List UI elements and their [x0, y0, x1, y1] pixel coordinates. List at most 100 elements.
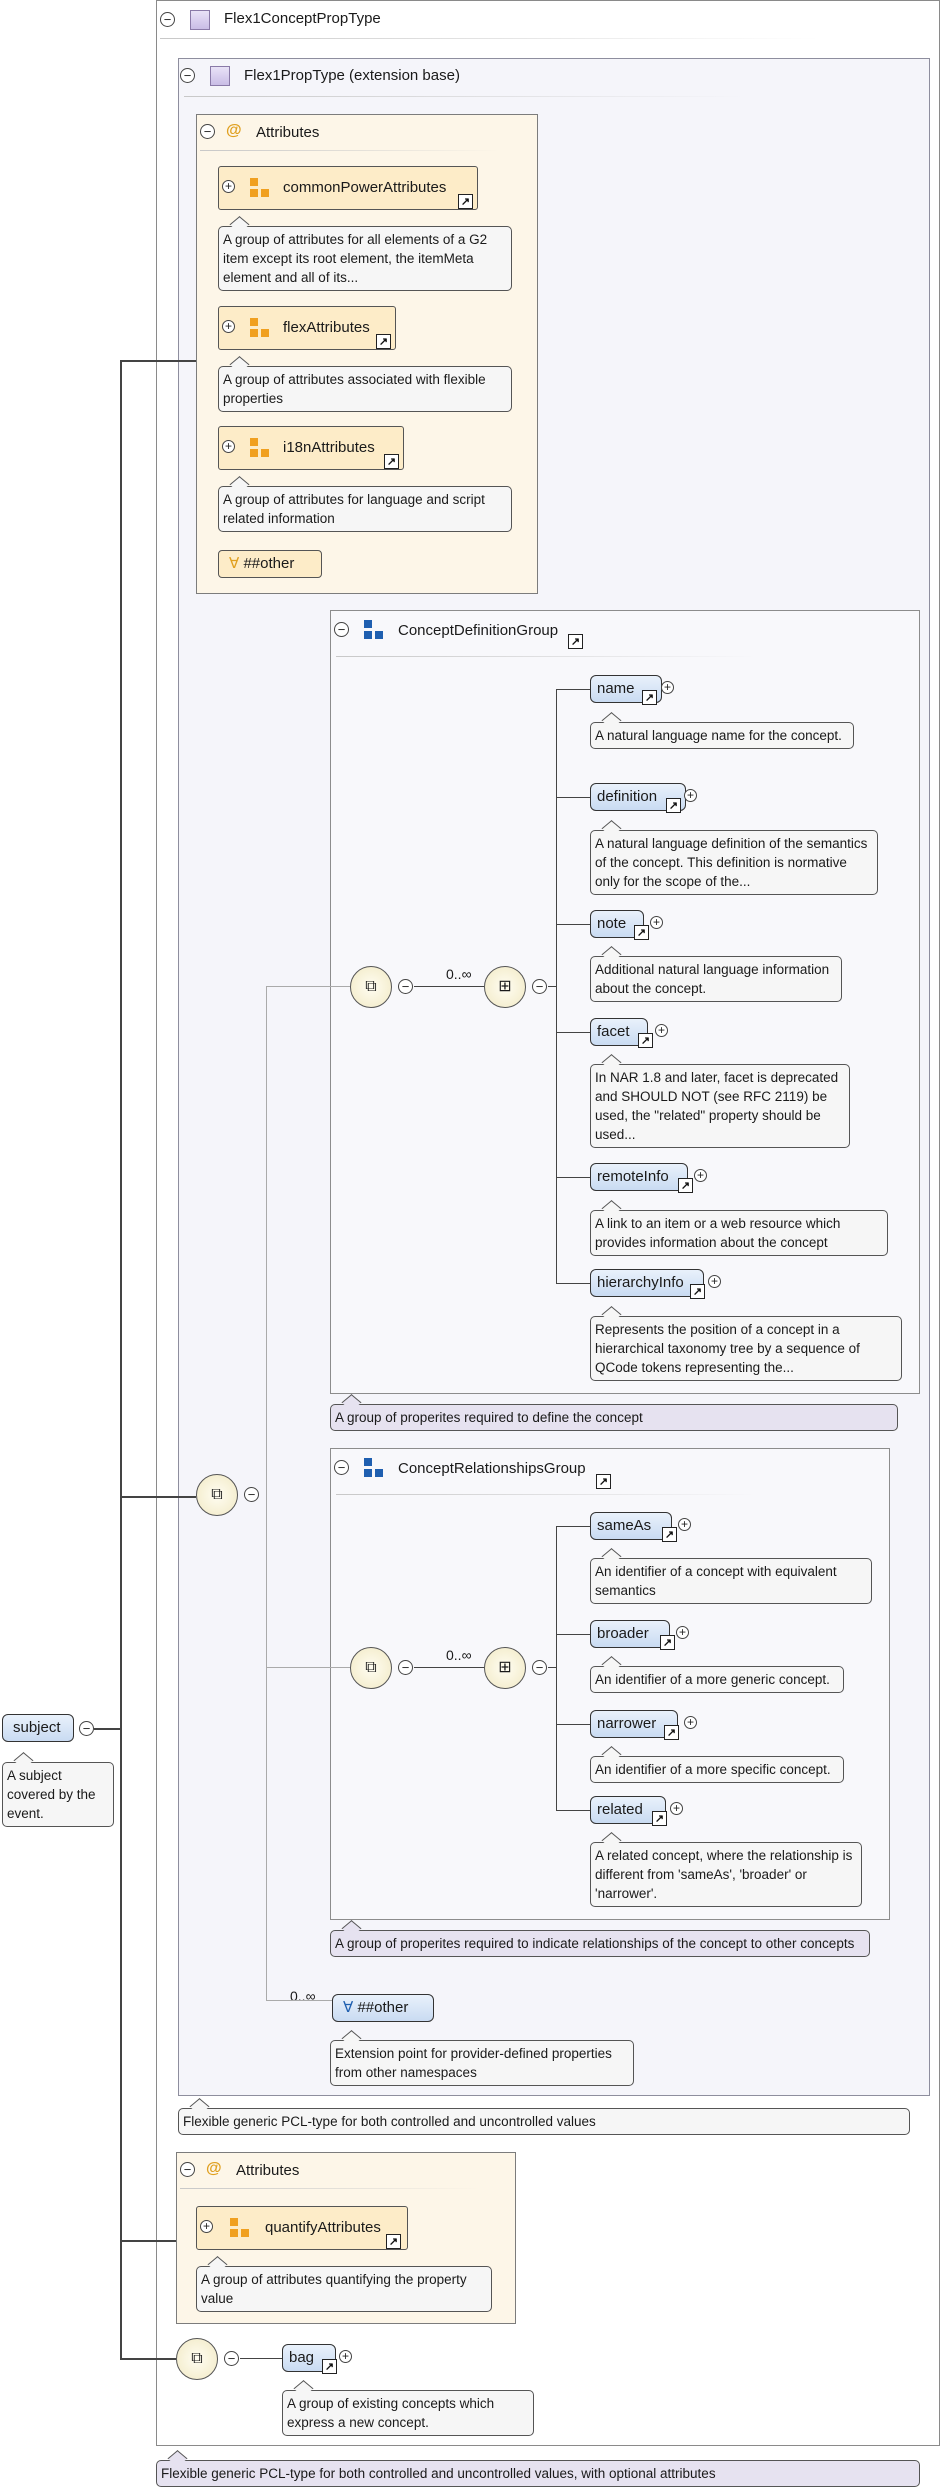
expand-icon[interactable]: + [694, 1169, 707, 1182]
element-label: related [597, 1801, 643, 1818]
attributes-label: Attributes [256, 124, 320, 141]
choice-compositor-icon: ⊞ [484, 966, 526, 1008]
element-hierarchyinfo[interactable]: hierarchyInfo [590, 1269, 704, 1297]
attribute-group-i18nattributes[interactable]: i18nAttributes [218, 426, 404, 470]
expand-icon[interactable]: + [676, 1626, 689, 1639]
attribute-group-commonpowerattributes[interactable]: commonPowerAttributes [218, 166, 478, 210]
connector [556, 689, 590, 690]
collapse-toggle[interactable]: − [180, 2162, 195, 2177]
connector [556, 1283, 590, 1284]
reference-arrow-icon[interactable]: ↗ [384, 454, 399, 469]
connector [556, 1634, 590, 1635]
element-narrower[interactable]: narrower [590, 1710, 678, 1738]
annotation-note: Additional natural language information … [590, 956, 842, 1002]
reference-arrow-icon[interactable]: ↗ [642, 690, 657, 705]
attribute-group-flexattributes[interactable]: flexAttributes [218, 306, 396, 350]
reference-arrow-icon[interactable]: ↗ [376, 334, 391, 349]
element-sameas[interactable]: sameAs [590, 1512, 672, 1540]
collapse-toggle[interactable]: − [180, 68, 195, 83]
expand-icon[interactable]: + [655, 1024, 668, 1037]
reference-arrow-icon[interactable]: ↗ [664, 1725, 679, 1740]
connector [556, 1526, 590, 1527]
collapse-toggle[interactable]: − [532, 979, 547, 994]
element-label: bag [289, 2349, 315, 2366]
reference-arrow-icon[interactable]: ↗ [386, 2234, 401, 2249]
cardinality-label: 0..∞ [290, 1988, 316, 2004]
connector [556, 1526, 557, 1810]
annotation-note: An identifier of a more specific concept… [590, 1756, 844, 1783]
element-label: hierarchyInfo [597, 1274, 684, 1291]
element-bag[interactable]: bag [282, 2344, 336, 2372]
expand-icon[interactable]: + [339, 2350, 352, 2363]
expand-icon[interactable]: + [200, 2220, 213, 2233]
element-label: definition [597, 788, 658, 805]
annotation-note: Flexible generic PCL-type for both contr… [178, 2108, 910, 2135]
model-group-icon [364, 1458, 383, 1477]
attribute-group-name: quantifyAttributes [265, 2219, 381, 2236]
connector [120, 360, 122, 2360]
expand-icon[interactable]: + [222, 320, 235, 333]
separator [200, 150, 500, 151]
expand-icon[interactable]: + [684, 1716, 697, 1729]
collapse-toggle[interactable]: − [334, 622, 349, 637]
collapse-toggle[interactable]: − [200, 124, 215, 139]
element-facet[interactable]: facet [590, 1018, 648, 1046]
reference-arrow-icon[interactable]: ↗ [662, 1527, 677, 1542]
collapse-toggle[interactable]: − [532, 1660, 547, 1675]
element-label: sameAs [597, 1517, 652, 1534]
collapse-toggle[interactable]: − [334, 1460, 349, 1475]
any-element-icon: ∀ [343, 1999, 354, 2016]
model-group-icon [364, 620, 383, 639]
expand-icon[interactable]: + [684, 789, 697, 802]
annotation-note: A group of attributes associated with fl… [218, 366, 512, 412]
expand-icon[interactable]: + [670, 1802, 683, 1815]
collapse-toggle[interactable]: − [398, 979, 413, 994]
reference-arrow-icon[interactable]: ↗ [690, 1284, 705, 1299]
expand-icon[interactable]: + [222, 440, 235, 453]
any-attribute-other[interactable]: ∀ ##other [218, 550, 322, 578]
reference-arrow-icon[interactable]: ↗ [660, 1635, 675, 1650]
element-label: name [597, 680, 635, 697]
connector [266, 1667, 350, 1668]
collapse-toggle[interactable]: − [160, 12, 175, 27]
attribute-group-icon [230, 2218, 249, 2237]
expand-icon[interactable]: + [678, 1518, 691, 1531]
annotation-note: Extension point for provider-defined pro… [330, 2040, 634, 2086]
choice-compositor-icon: ⊞ [484, 1647, 526, 1689]
connector [266, 986, 267, 2000]
attribute-group-icon [250, 318, 269, 337]
reference-arrow-icon[interactable]: ↗ [596, 1474, 611, 1489]
base-type-title: Flex1PropType (extension base) [244, 67, 460, 84]
expand-icon[interactable]: + [661, 681, 674, 694]
separator [180, 2188, 480, 2189]
reference-arrow-icon[interactable]: ↗ [568, 634, 583, 649]
separator [184, 96, 744, 97]
element-subject[interactable]: subject [2, 1714, 74, 1742]
element-broader[interactable]: broader [590, 1620, 670, 1648]
attribute-group-quantifyattributes[interactable]: quantifyAttributes [196, 2206, 408, 2250]
any-element-other[interactable]: ∀ ##other [332, 1994, 434, 2022]
reference-arrow-icon[interactable]: ↗ [322, 2359, 337, 2374]
expand-icon[interactable]: + [650, 916, 663, 929]
reference-arrow-icon[interactable]: ↗ [634, 925, 649, 940]
expand-icon[interactable]: + [222, 180, 235, 193]
reference-arrow-icon[interactable]: ↗ [666, 798, 681, 813]
collapse-toggle[interactable]: − [244, 1487, 259, 1502]
collapse-toggle[interactable]: − [224, 2351, 239, 2366]
element-remoteinfo[interactable]: remoteInfo [590, 1163, 688, 1191]
reference-arrow-icon[interactable]: ↗ [652, 1811, 667, 1826]
separator [160, 38, 820, 39]
expand-icon[interactable]: + [708, 1275, 721, 1288]
connector [120, 360, 196, 362]
attribute-group-name: flexAttributes [283, 319, 370, 336]
connector [548, 986, 556, 987]
collapse-toggle[interactable]: − [398, 1660, 413, 1675]
annotation-note: A natural language name for the concept. [590, 722, 854, 749]
cardinality-label: 0..∞ [446, 1647, 472, 1663]
reference-arrow-icon[interactable]: ↗ [458, 194, 473, 209]
reference-arrow-icon[interactable]: ↗ [638, 1033, 653, 1048]
annotation-note: A link to an item or a web resource whic… [590, 1210, 888, 1256]
reference-arrow-icon[interactable]: ↗ [678, 1178, 693, 1193]
attribute-group-icon [250, 178, 269, 197]
collapse-toggle[interactable]: − [79, 1721, 94, 1736]
